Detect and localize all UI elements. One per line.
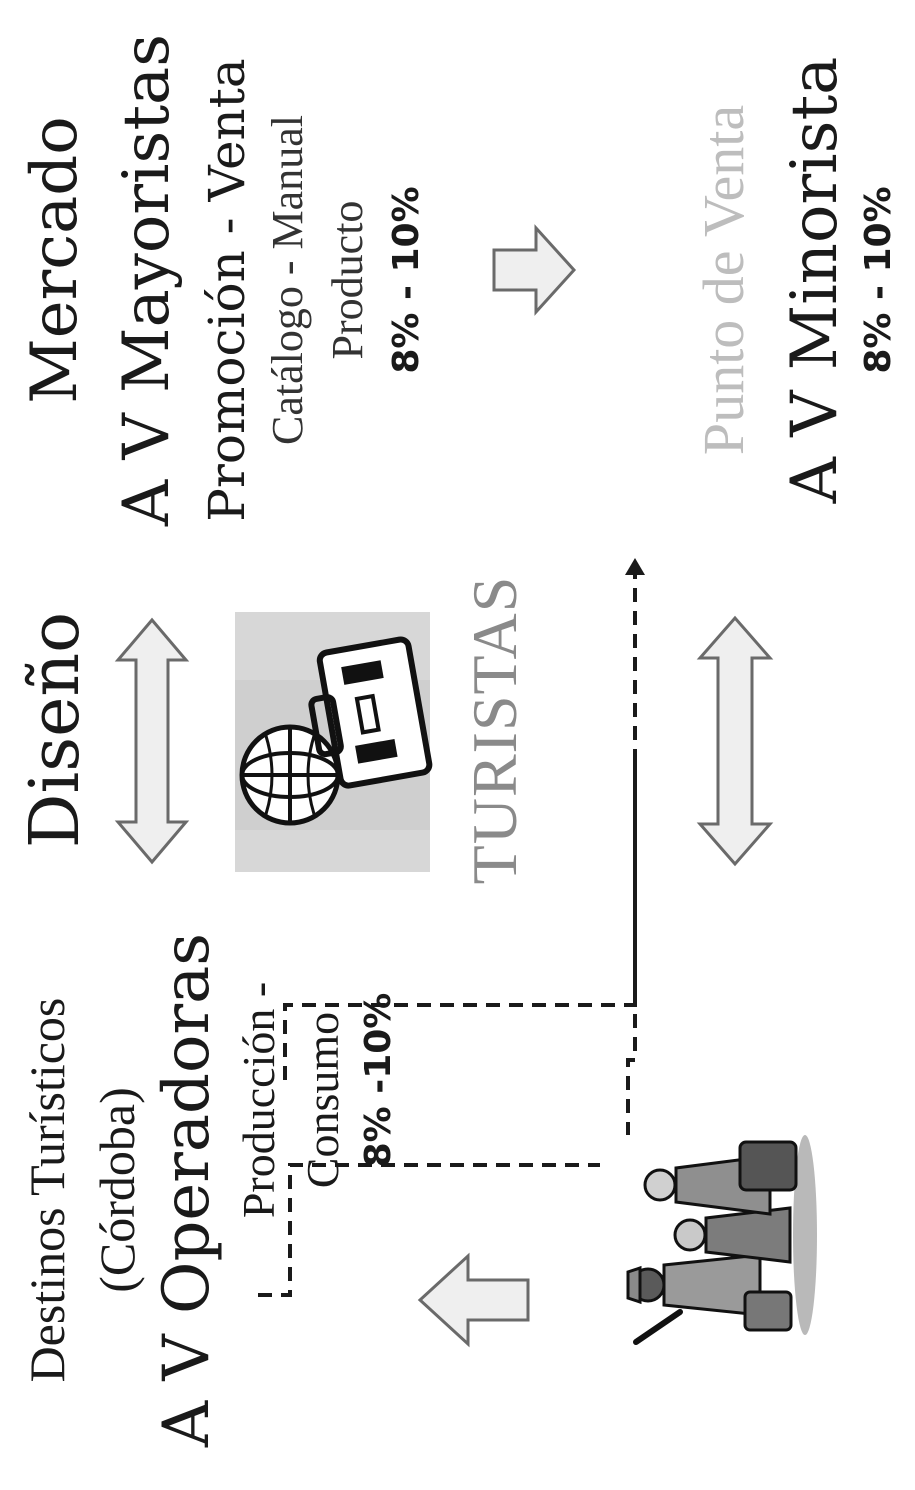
arrow-up-icon (417, 1252, 530, 1348)
arrow-right-icon (492, 224, 577, 316)
double-arrow-icon (114, 617, 190, 865)
dashed-flow-line (258, 760, 637, 1297)
double-arrow-icon (696, 615, 774, 867)
dashed-connector-arrowhead (625, 558, 645, 575)
globe-suitcase-icon (235, 612, 433, 872)
tourists-group-icon (600, 1135, 817, 1345)
dashed-connector-line (283, 575, 637, 1080)
